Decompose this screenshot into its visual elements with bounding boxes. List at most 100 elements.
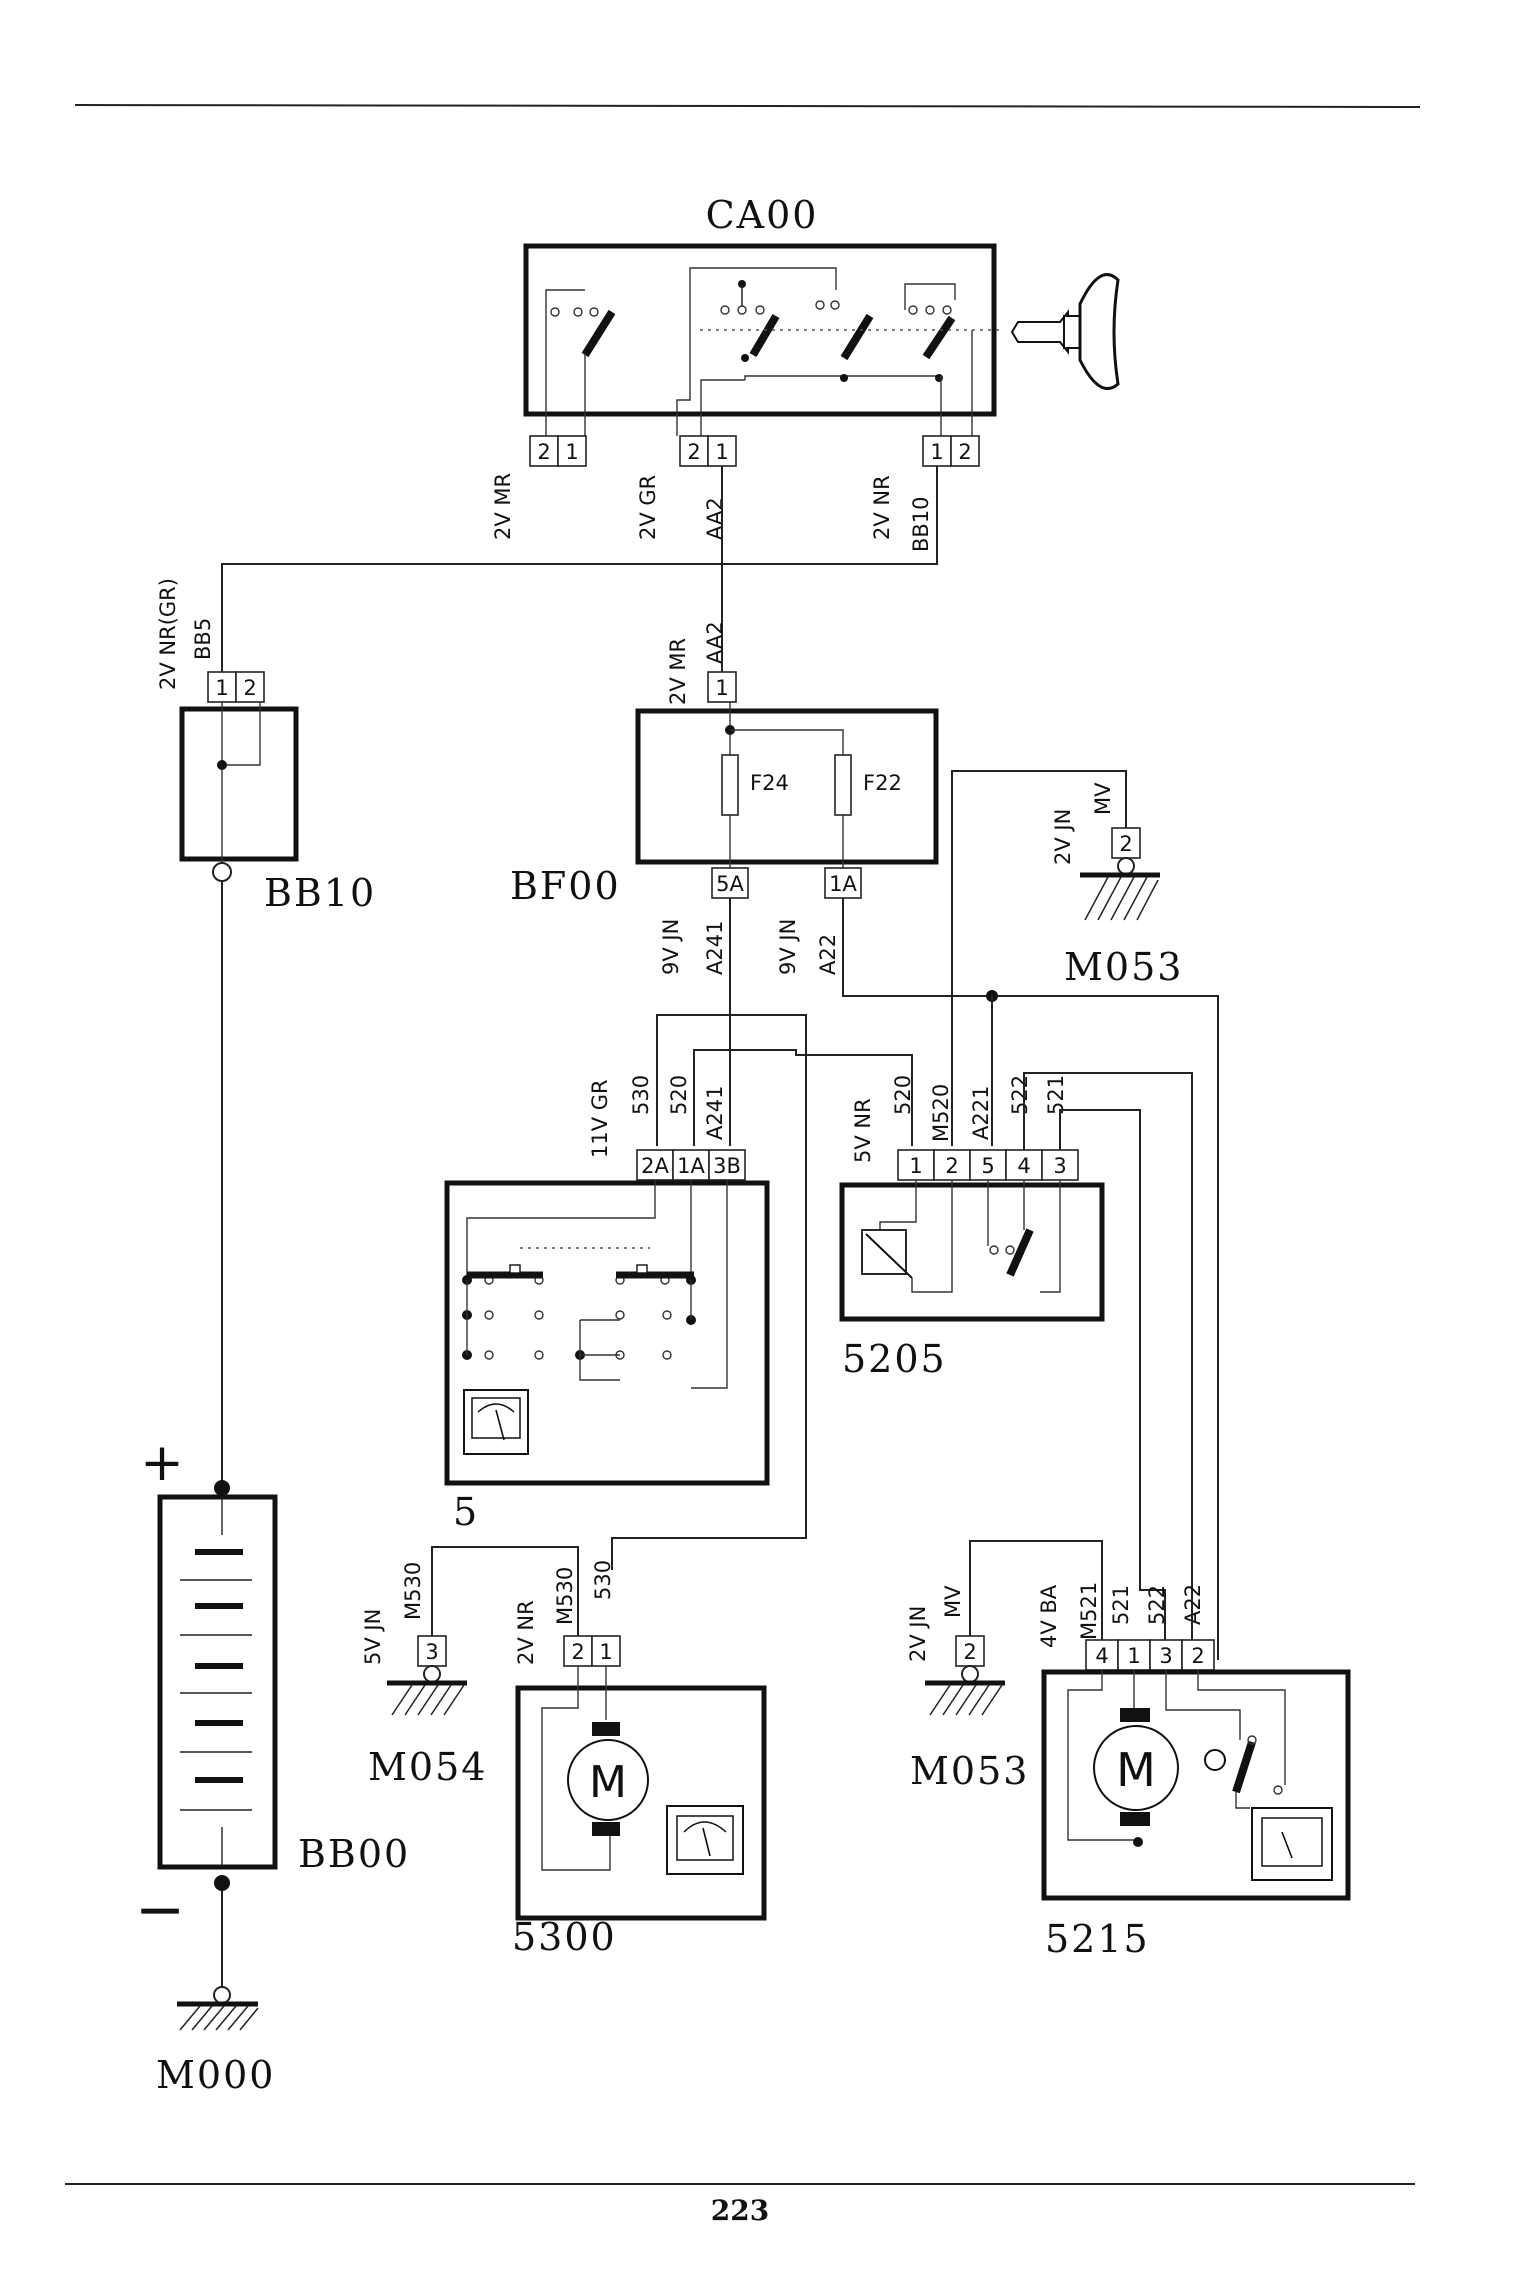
motor-m-label: M xyxy=(589,1757,627,1808)
c5300-wire1-label: M530 xyxy=(553,1567,577,1625)
c5-wire2-label: 520 xyxy=(667,1075,691,1115)
m000-label: M000 xyxy=(156,2053,275,2097)
c5300-conn-label: 2V NR xyxy=(514,1600,538,1665)
pin: 2 xyxy=(687,440,700,464)
ca00-right-conn-label: 2V NR xyxy=(870,475,894,540)
c5215-conn-label: 4V BA xyxy=(1037,1584,1061,1648)
c5-wire1-label: 530 xyxy=(629,1075,653,1115)
pin: 2 xyxy=(243,676,256,700)
wiper-gauge-icon xyxy=(1251,1807,1333,1881)
pin: 1 xyxy=(599,1640,612,1664)
bb10-label: BB10 xyxy=(264,871,376,915)
m053-bot-conn-label: 2V JN xyxy=(906,1606,930,1662)
pin: 1A xyxy=(677,1154,705,1178)
c5215-wire4-label: A22 xyxy=(1181,1584,1205,1625)
pin: 3 xyxy=(425,1640,438,1664)
bb00-label: BB00 xyxy=(298,1832,410,1876)
c5205-label: 5205 xyxy=(842,1337,947,1381)
top-rule xyxy=(74,104,1421,108)
c5205-wire5-label: 521 xyxy=(1044,1075,1068,1115)
c5300-wire2-label: 530 xyxy=(591,1560,615,1600)
battery-plus-label: + xyxy=(140,1433,184,1493)
bf00-out2-wire-label: A22 xyxy=(816,934,840,975)
m054-conn-label: 5V JN xyxy=(361,1609,385,1665)
m053-top-ground: 2V JN MV 2 M053 xyxy=(1051,782,1183,989)
pin: 1 xyxy=(715,440,728,464)
c5215-label: 5215 xyxy=(1045,1917,1150,1961)
bf00-out1-wire-label: A241 xyxy=(703,921,727,975)
ca00-right-wire-label: BB10 xyxy=(909,496,933,552)
pin: 2 xyxy=(571,1640,584,1664)
fuse-f22-label: F22 xyxy=(863,771,902,795)
bf00-label: BF00 xyxy=(510,864,621,908)
m053-top-conn-label: 2V JN xyxy=(1051,809,1075,865)
pin: 2 xyxy=(963,1640,976,1664)
ca00-left-conn-label: 2V MR xyxy=(491,473,515,540)
page-number: 223 xyxy=(711,2194,769,2227)
wire-530-loop xyxy=(611,1014,807,1570)
battery-minus-label: − xyxy=(135,1875,185,1945)
fuse-f22 xyxy=(834,754,852,816)
bf00-in-wire-label: AA2 xyxy=(703,621,727,664)
m054-ground: 5V JN M530 3 M054 xyxy=(361,1546,579,1789)
pin: 1 xyxy=(909,1154,922,1178)
c5300-label: 5300 xyxy=(512,1915,617,1959)
bb10-component: 2V NR(GR) BB5 1 2 BB10 xyxy=(156,578,376,915)
wiper-gauge-icon xyxy=(666,1805,744,1875)
m053-top-wire-label: MV xyxy=(1091,782,1115,815)
m054-wire-label: M530 xyxy=(401,1562,425,1620)
c5215-wire3-label: 522 xyxy=(1145,1585,1169,1625)
pin: 4 xyxy=(1017,1154,1030,1178)
bf00-out1-conn-label: 9V JN xyxy=(659,919,683,975)
pin: 3 xyxy=(1159,1644,1172,1668)
c5205-wire1-label: 520 xyxy=(891,1075,915,1115)
pin: 1 xyxy=(565,440,578,464)
ca00-ignition-switch: CA00 2 1 2 xyxy=(491,193,1120,552)
m053-bottom-label: M053 xyxy=(910,1749,1029,1793)
pin: 3 xyxy=(1053,1154,1066,1178)
ca00-mid-wire-label: AA2 xyxy=(703,497,727,540)
pin: 5A xyxy=(716,872,744,896)
c5215-wire1-label: M521 xyxy=(1077,1582,1101,1640)
wire-bb10 xyxy=(221,466,938,672)
motor-m-label: M xyxy=(1116,1743,1156,1797)
m053-top-label: M053 xyxy=(1064,945,1183,989)
ca00-mid-conn-label: 2V GR xyxy=(636,475,660,540)
pin: 1 xyxy=(715,676,728,700)
bb00-battery: + − BB00 xyxy=(135,1433,410,1945)
c5205-wire2-label: M520 xyxy=(929,1084,953,1142)
pin: 1 xyxy=(930,440,943,464)
wire-520 xyxy=(693,1049,913,1146)
bf00-in-conn-label: 2V MR xyxy=(666,638,690,705)
fuse-f24-label: F24 xyxy=(750,771,789,795)
bf00-fuse-box: 2V MR AA2 1 F24 F22 5A 1A BF00 9V JN A24… xyxy=(510,621,939,975)
key-icon xyxy=(1010,273,1120,390)
wire-522b xyxy=(1113,1160,1180,1568)
wire-a22 xyxy=(842,898,1219,1660)
pin: 2 xyxy=(958,440,971,464)
c5215-wire2-label: 521 xyxy=(1109,1585,1133,1625)
c5205-conn-label: 5V NR xyxy=(851,1098,875,1163)
pin: 1A xyxy=(829,872,857,896)
c5-label: 5 xyxy=(453,1490,479,1534)
m000-ground: M000 xyxy=(156,1986,275,2097)
motor-5300: 2V NR M530 530 2 1 M 5300 xyxy=(512,1560,767,1959)
bf00-out2-conn-label: 9V JN xyxy=(776,919,800,975)
pin: 1 xyxy=(1127,1644,1140,1668)
bb10-wire-label: BB5 xyxy=(191,618,215,660)
pin: 2 xyxy=(945,1154,958,1178)
c5205-wire3-label: A221 xyxy=(969,1086,993,1140)
m054-label: M054 xyxy=(368,1745,487,1789)
m053-bottom-ground: 2V JN MV 2 M053 xyxy=(906,1540,1103,1793)
ca00-label: CA00 xyxy=(706,193,819,237)
c5-wire3-label: A241 xyxy=(703,1086,727,1140)
pin: 2 xyxy=(1191,1644,1204,1668)
c5-conn-label: 11V GR xyxy=(588,1079,612,1158)
pin: 3B xyxy=(713,1154,741,1178)
motor-5215: 4V BA M521 521 522 A22 4 1 3 2 M 5215 xyxy=(1037,1582,1351,1961)
wiper-gauge-icon xyxy=(463,1389,529,1455)
wire-521 xyxy=(1059,1109,1166,1660)
pin: 1 xyxy=(215,676,228,700)
